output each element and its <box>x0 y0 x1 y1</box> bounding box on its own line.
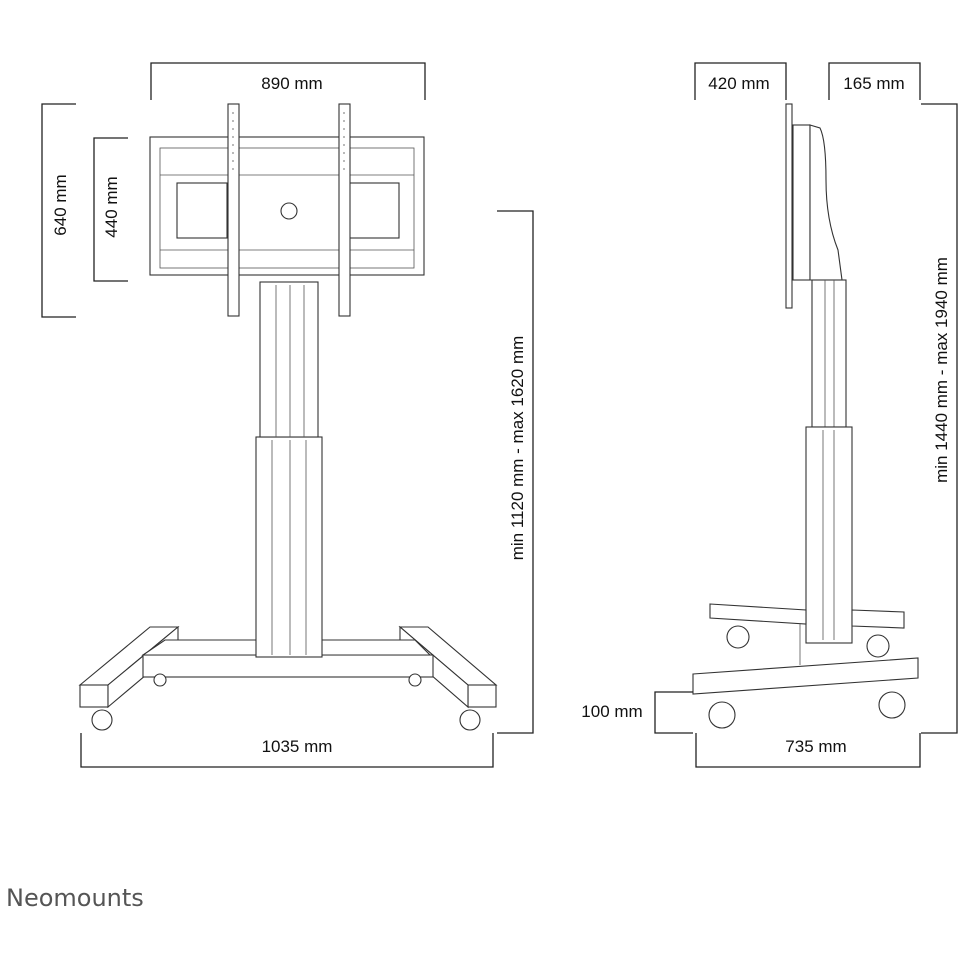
dim-front-base-width: 1035 mm <box>80 733 494 768</box>
side-total-height-label: min 1440 mm - max 1940 mm <box>932 257 951 483</box>
dim-front-width: 890 mm <box>150 62 426 100</box>
front-view-stand <box>78 103 498 731</box>
dim-side-total-height: min 1440 mm - max 1940 mm <box>921 103 958 734</box>
front-height-inner-label: 440 mm <box>102 176 121 237</box>
front-total-height-label: min 1120 mm - max 1620 mm <box>508 336 527 561</box>
front-width-label: 890 mm <box>261 74 322 93</box>
dim-side-base-depth: 735 mm <box>695 733 921 768</box>
front-height-outer-label: 640 mm <box>51 174 70 235</box>
dim-front-height-outer: 640 mm <box>41 103 76 318</box>
front-base-width-label: 1035 mm <box>262 737 333 756</box>
dim-side-ground-clearance: 100 mm <box>581 691 693 734</box>
side-view-stand <box>692 103 919 729</box>
side-ground-clearance-label: 100 mm <box>581 702 642 721</box>
dim-side-offset: 165 mm <box>828 62 921 100</box>
dim-side-depth: 420 mm <box>694 62 787 100</box>
dim-front-height-inner: 440 mm <box>93 137 128 282</box>
dim-front-total-height: min 1120 mm - max 1620 mm <box>497 210 534 734</box>
side-offset-label: 165 mm <box>843 74 904 93</box>
neomounts-logo: Neomounts <box>6 884 144 912</box>
side-base-depth-label: 735 mm <box>785 737 846 756</box>
side-depth-label: 420 mm <box>708 74 769 93</box>
